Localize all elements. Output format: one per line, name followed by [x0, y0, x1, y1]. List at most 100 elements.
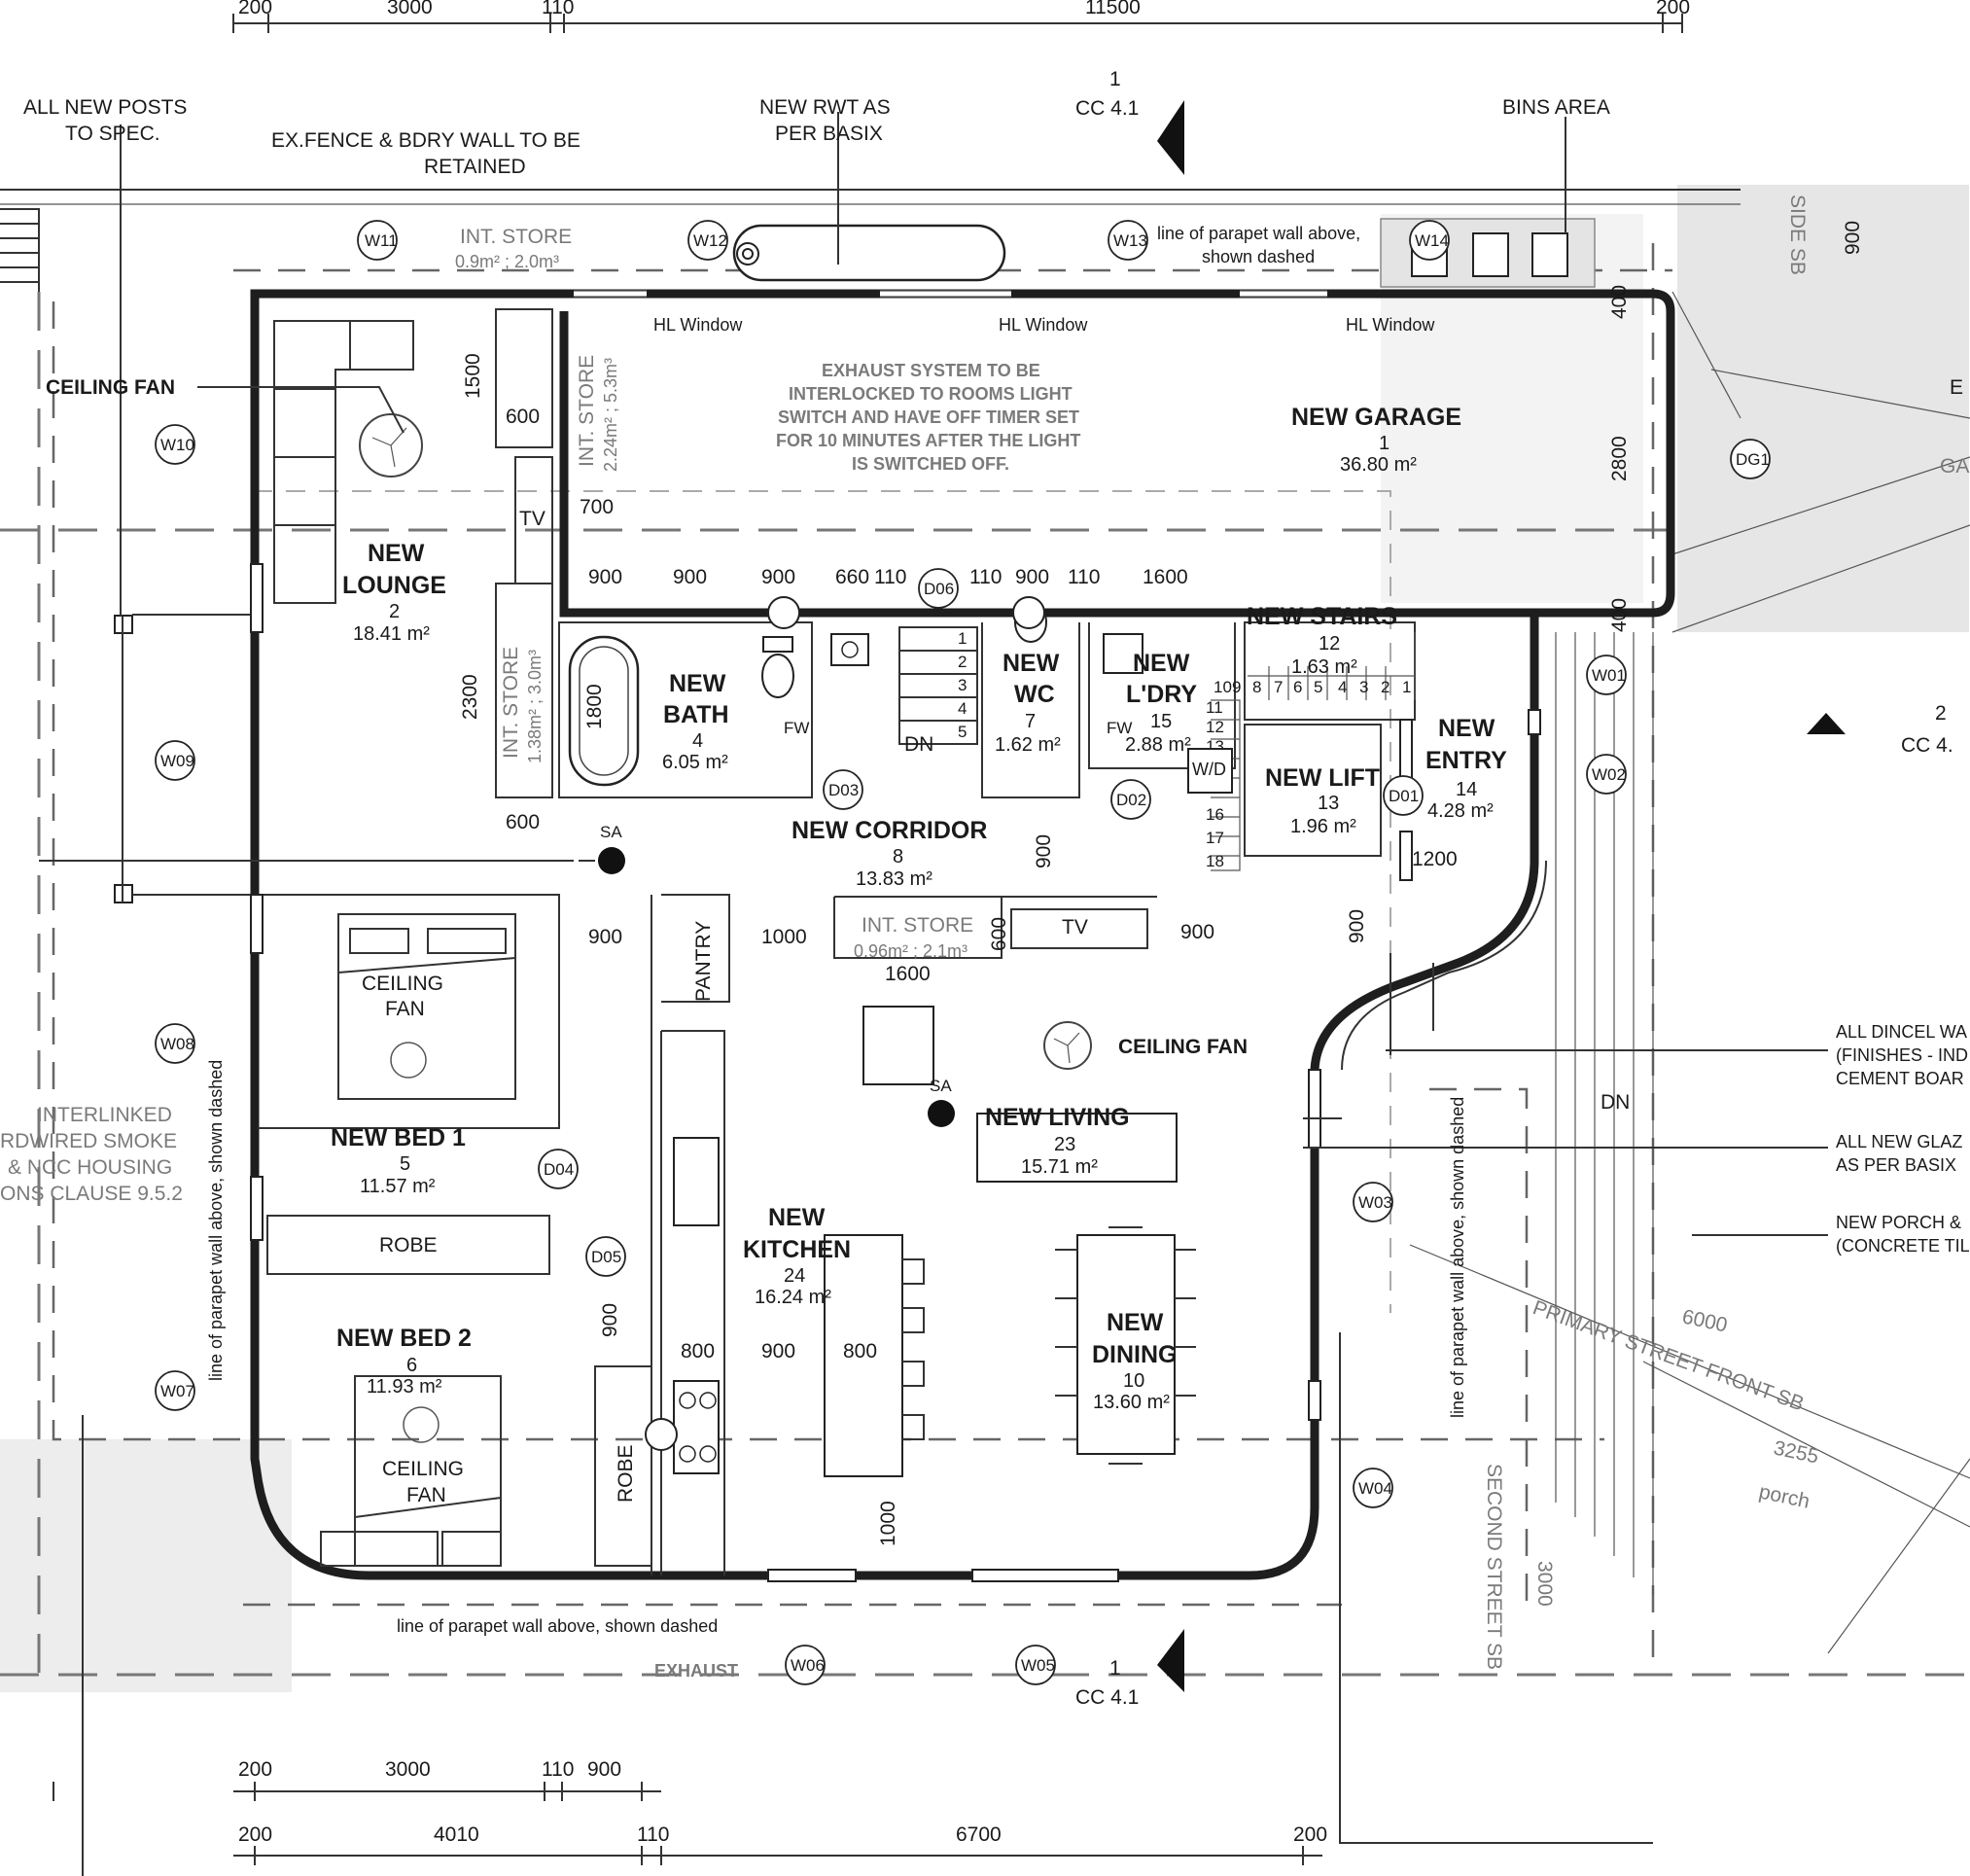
tag-d04[interactable]: D04	[538, 1149, 579, 1189]
smoke-alarm-2	[928, 1100, 955, 1127]
stair-n-5: 5	[958, 723, 967, 741]
dim-bot1-1: 200	[238, 1758, 272, 1781]
svg-text:2.24m² ; 5.3m³: 2.24m² ; 5.3m³	[601, 358, 620, 472]
svg-text:W11: W11	[365, 231, 398, 250]
tag-w13[interactable]: W13	[1108, 220, 1148, 261]
parapet-dash-inner	[253, 490, 1391, 1313]
entry-ramp	[1341, 860, 1547, 1071]
note-glaz: ALL NEW GLAZ AS PER BASIX	[1836, 1132, 1962, 1175]
svg-text:ENTRY: ENTRY	[1425, 747, 1507, 774]
svg-text:2: 2	[1935, 702, 1947, 725]
laundry-tub	[1103, 633, 1143, 674]
washer-dryer	[1187, 748, 1233, 794]
room-lounge: NEW LOUNGE 2 18.41 m²	[342, 540, 446, 645]
tag-w12[interactable]: W12	[687, 220, 728, 261]
svg-text:NEW RWT AS: NEW RWT AS	[759, 96, 891, 119]
svg-text:CC 4.: CC 4.	[1901, 734, 1953, 757]
svg-text:INT. STORE: INT. STORE	[460, 226, 572, 248]
svg-text:(CONCRETE TIL: (CONCRETE TIL	[1836, 1236, 1970, 1256]
svg-text:L'DRY: L'DRY	[1126, 681, 1197, 708]
tag-w07[interactable]: W07	[155, 1370, 195, 1411]
deck-steps	[0, 208, 40, 292]
robe-label-2: ROBE	[615, 1444, 637, 1503]
note-dincel: ALL DINCEL WA (FINISHES - IND CEMENT BOA…	[1836, 1022, 1968, 1088]
lounge-sofa	[273, 320, 414, 604]
hl-window-3: HL Window	[1346, 315, 1435, 335]
stair-m-18: 18	[1206, 852, 1224, 870]
svg-text:W08: W08	[160, 1035, 194, 1053]
tag-d06[interactable]: D06	[918, 568, 959, 609]
svg-text:600: 600	[506, 811, 540, 833]
sa-label-2: SA	[930, 1077, 952, 1095]
garage-diagonals	[1671, 291, 1970, 633]
room-wc: NEW WC 7 1.62 m²	[995, 650, 1061, 756]
verandah-beam	[122, 614, 258, 903]
tag-w08[interactable]: W08	[155, 1023, 195, 1064]
basin-bath	[830, 633, 869, 666]
svg-text:1000: 1000	[761, 926, 807, 948]
svg-text:W13: W13	[1113, 231, 1147, 250]
svg-text:NEW: NEW	[368, 540, 425, 567]
svg-text:NEW LIVING: NEW LIVING	[985, 1104, 1130, 1131]
dim-bot2-5: 200	[1293, 1823, 1327, 1846]
note-exhaust-system: EXHAUST SYSTEM TO BE INTERLOCKED TO ROOM…	[776, 361, 1080, 474]
svg-text:900: 900	[599, 1303, 621, 1337]
svg-text:900: 900	[1180, 921, 1214, 943]
tag-d03[interactable]: D03	[823, 769, 863, 810]
dim-bot1-2: 3000	[385, 1758, 431, 1781]
tag-d02[interactable]: D02	[1110, 779, 1151, 820]
room-stairs: NEW STAIRS 12 1.63 m²	[1247, 603, 1397, 678]
svg-text:13: 13	[1318, 793, 1339, 814]
svg-text:110: 110	[969, 566, 1002, 588]
svg-text:6: 6	[406, 1355, 417, 1376]
tag-w09[interactable]: W09	[155, 740, 195, 781]
svg-text:660: 660	[835, 566, 869, 588]
tv-label-2: TV	[1062, 916, 1088, 938]
pantry-label: PANTRY	[692, 921, 715, 1002]
internal-wall-robe2	[594, 1365, 652, 1567]
svg-text:CC 4.1: CC 4.1	[1075, 97, 1139, 120]
lift-door	[1399, 719, 1413, 779]
dim-top-4: 11500	[1085, 0, 1141, 18]
svg-text:14: 14	[1456, 779, 1477, 800]
window-south-1	[767, 1569, 857, 1582]
svg-text:1600: 1600	[1143, 566, 1188, 588]
dim-top-2: 3000	[387, 0, 433, 18]
tag-w11[interactable]: W11	[357, 220, 398, 261]
tag-w14[interactable]: W14	[1409, 220, 1450, 261]
svg-text:600: 600	[506, 406, 540, 428]
tag-dg1[interactable]: DG1	[1730, 439, 1771, 479]
svg-text:W09: W09	[160, 752, 194, 770]
svg-text:EXHAUST SYSTEM TO BE: EXHAUST SYSTEM TO BE	[822, 361, 1040, 380]
dim-bot2-2: 4010	[434, 1823, 479, 1846]
tag-w05[interactable]: W05	[1015, 1645, 1056, 1685]
svg-text:400: 400	[1608, 285, 1631, 319]
stair-m-3: 3	[1359, 678, 1368, 696]
svg-text:8: 8	[893, 846, 903, 867]
ceiling-fan-lounge-label: CEILING FAN	[46, 376, 175, 399]
tag-w04[interactable]: W04	[1353, 1468, 1393, 1508]
svg-text:900: 900	[673, 566, 707, 588]
window-east-1	[1528, 709, 1541, 735]
svg-text:CEMENT BOAR: CEMENT BOAR	[1836, 1069, 1964, 1088]
tag-w06[interactable]: W06	[785, 1645, 826, 1685]
svg-text:15: 15	[1150, 711, 1172, 732]
tag-w02[interactable]: W02	[1586, 754, 1627, 795]
svg-text:NEW GARAGE: NEW GARAGE	[1291, 404, 1461, 431]
tag-w01[interactable]: W01	[1586, 655, 1627, 695]
stair-m-7: 7	[1274, 678, 1283, 696]
svg-text:3000: 3000	[1533, 1561, 1556, 1607]
entry-arrows	[1303, 963, 1434, 1119]
tag-d01[interactable]: D01	[1383, 775, 1424, 816]
dn-label-1: DN	[904, 733, 933, 756]
tag-d05[interactable]: D05	[585, 1236, 626, 1277]
svg-text:0.9m² ; 2.0m³: 0.9m² ; 2.0m³	[455, 252, 559, 271]
armchair	[862, 1006, 934, 1085]
stair-m-17: 17	[1206, 829, 1224, 847]
tag-w10[interactable]: W10	[155, 424, 195, 465]
tag-w03[interactable]: W03	[1353, 1182, 1393, 1222]
svg-text:NEW: NEW	[1107, 1309, 1164, 1336]
dim-line-bottom2	[233, 1846, 1322, 1865]
